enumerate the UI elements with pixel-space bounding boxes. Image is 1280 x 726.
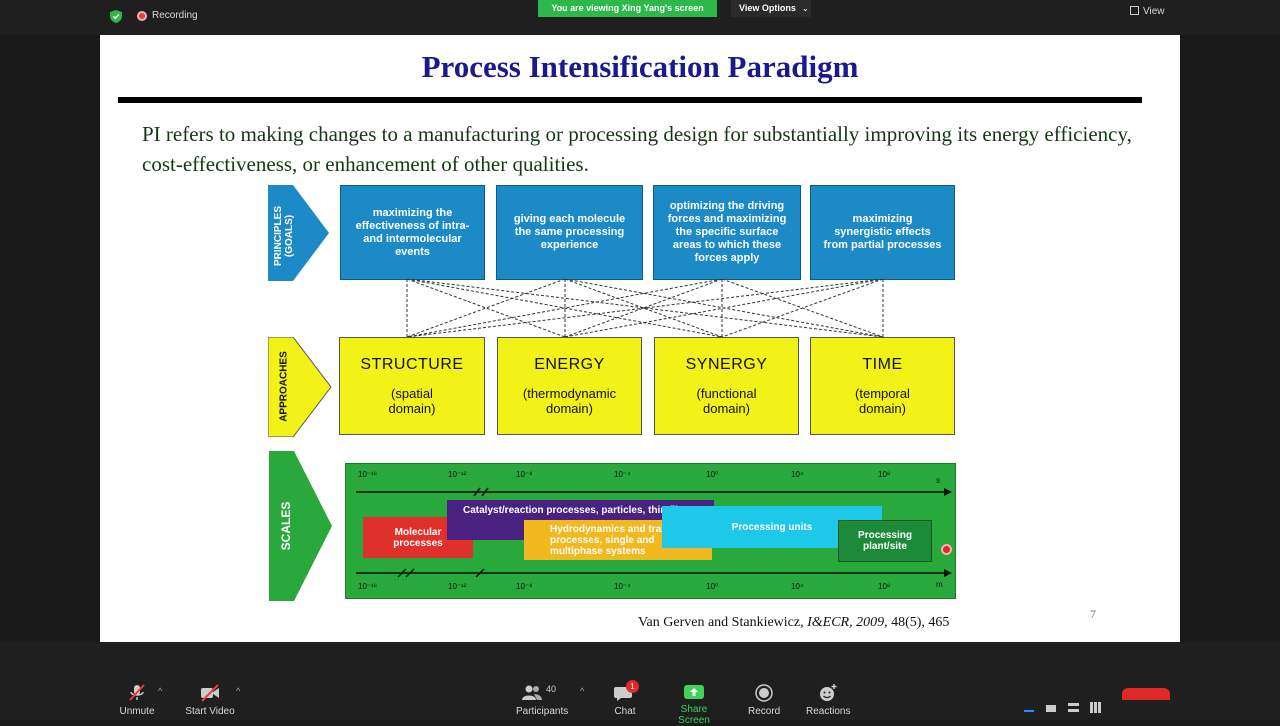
slide-citation: Van Gerven and Stankiewicz, I&ECR, 2009,… (638, 615, 949, 631)
time-tick: 10⁸ (878, 470, 891, 479)
meeting-top-bar: Recording You are viewing Xing Yang's sc… (0, 0, 1280, 35)
principle-box-4: maximizing synergistic effects from part… (810, 185, 955, 280)
minimize-icon[interactable] (1024, 710, 1034, 712)
approach-title: STRUCTURE (360, 356, 464, 373)
scale-box-plant-site: Processing plant/site (838, 520, 932, 562)
length-tick: 10⁻¹² (448, 582, 467, 591)
unmute-label: Unmute (119, 706, 155, 717)
slide-body-text: PI refers to making changes to a manufac… (142, 122, 1132, 176)
participants-button[interactable]: 40 Participants (516, 684, 568, 717)
principles-label: PRINCIPLES (GOALS) (273, 206, 295, 267)
chat-button[interactable]: 1 Chat (610, 680, 640, 717)
layout-strip-icon[interactable] (1046, 705, 1056, 712)
start-video-label: Start Video (185, 706, 235, 717)
citation-authors: Van Gerven and Stankiewicz, (638, 615, 808, 630)
scales-panel: 10⁻¹⁶ 10⁻¹² 10⁻⁸ 10⁻⁴ 10⁰ 10⁴ 10⁸ s 10⁻¹… (345, 463, 956, 599)
meeting-toolbar (0, 642, 1280, 720)
approach-box-energy: ENERGY (thermodynamic domain) (497, 337, 642, 435)
approach-subtitle: (spatial domain) (388, 386, 436, 416)
view-button[interactable]: View (1130, 6, 1165, 17)
shared-slide: Process Intensification Paradigm PI refe… (100, 35, 1180, 642)
view-options-label: View Options (739, 3, 796, 13)
approach-subtitle: (functional domain) (696, 386, 757, 416)
start-video-button[interactable]: Start Video (185, 684, 235, 717)
principles-arrow-tab: PRINCIPLES (GOALS) (268, 185, 330, 281)
approach-subtitle: (thermodynamic domain) (522, 386, 617, 416)
participants-label: Participants (516, 706, 569, 717)
length-tick: 10⁸ (878, 582, 891, 591)
end-meeting-button-partial[interactable] (1122, 688, 1170, 700)
scales-axes (356, 487, 952, 578)
approach-subtitle: (temporal domain) (855, 386, 910, 416)
time-tick: 10⁻⁸ (516, 470, 533, 479)
view-grid-icon (1130, 6, 1139, 15)
record-button[interactable]: Record (748, 684, 780, 717)
principle-box-1: maximizing the effectiveness of intra- a… (340, 185, 485, 280)
emoji-reaction-icon (820, 684, 837, 701)
scales-label: SCALES (279, 501, 293, 551)
length-tick: 10⁻⁸ (516, 582, 533, 591)
participants-count: 40 (546, 684, 557, 694)
record-label: Record (748, 706, 781, 717)
recording-label: Recording (152, 10, 198, 21)
laser-pointer-icon (941, 544, 952, 555)
chat-label: Chat (614, 706, 636, 717)
participants-icon (522, 685, 542, 700)
layout-gallery-icon[interactable] (1090, 702, 1101, 713)
approaches-label: APPROACHES (278, 351, 290, 422)
approach-box-time: TIME (temporal domain) (810, 337, 955, 435)
length-tick: 10⁻¹⁶ (358, 582, 378, 591)
reactions-label: Reactions (806, 706, 851, 717)
time-tick: 10⁻¹⁶ (358, 470, 378, 479)
principle-approach-connectors (406, 279, 884, 338)
length-tick: 10⁰ (706, 582, 719, 591)
approach-box-structure: STRUCTURE (spatial domain) (339, 337, 485, 435)
time-tick: 10⁻¹² (448, 470, 467, 479)
chat-badge: 1 (626, 680, 639, 693)
view-options-button[interactable]: View Options ⌄ (731, 0, 811, 17)
approach-title: SYNERGY (685, 356, 768, 373)
audio-options-caret[interactable]: ^ (158, 686, 163, 696)
length-unit: m (936, 580, 943, 589)
slide-number: 7 (1090, 607, 1096, 621)
video-camera-off-icon (201, 684, 219, 702)
time-unit: s (936, 476, 940, 485)
approach-box-synergy: SYNERGY (functional domain) (654, 337, 799, 435)
time-tick: 10⁻⁴ (614, 470, 631, 479)
slide-title: Process Intensification Paradigm (421, 49, 859, 84)
scales-arrow-tab: SCALES (269, 451, 333, 601)
participants-icon-wrap: 40 (522, 684, 562, 702)
view-button-label: View (1143, 6, 1165, 17)
citation-volume: , 48(5), 465 (884, 615, 950, 630)
participants-options-caret[interactable]: ^ (580, 686, 585, 696)
citation-journal: I&ECR, 2009 (807, 615, 885, 630)
approaches-arrow-tab: APPROACHES (268, 337, 332, 437)
record-icon (755, 684, 773, 702)
title-divider (118, 97, 1142, 103)
length-tick: 10⁻⁴ (614, 582, 631, 591)
approach-title: ENERGY (534, 356, 605, 373)
share-screen-icon (684, 685, 704, 699)
chevron-down-icon: ⌄ (802, 6, 809, 13)
unmute-button[interactable]: Unmute (118, 684, 156, 717)
recording-indicator-icon (137, 11, 147, 21)
chat-icon-wrap: 1 (614, 680, 639, 702)
layout-speaker-icon[interactable] (1068, 703, 1079, 712)
security-shield-icon[interactable] (110, 10, 122, 23)
time-tick: 10⁴ (791, 470, 804, 479)
principle-box-2: giving each molecule the same processing… (496, 185, 643, 280)
share-screen-label: Share Screen (678, 704, 710, 726)
principle-box-3: optimizing the driving forces and maximi… (653, 185, 801, 280)
microphone-muted-icon (129, 684, 145, 701)
viewing-screen-banner: You are viewing Xing Yang's screen (538, 0, 717, 17)
length-tick: 10⁴ (791, 582, 804, 591)
time-tick: 10⁰ (706, 470, 719, 479)
reactions-button[interactable]: Reactions (806, 684, 850, 717)
approach-title: TIME (862, 356, 903, 373)
video-options-caret[interactable]: ^ (236, 686, 241, 696)
